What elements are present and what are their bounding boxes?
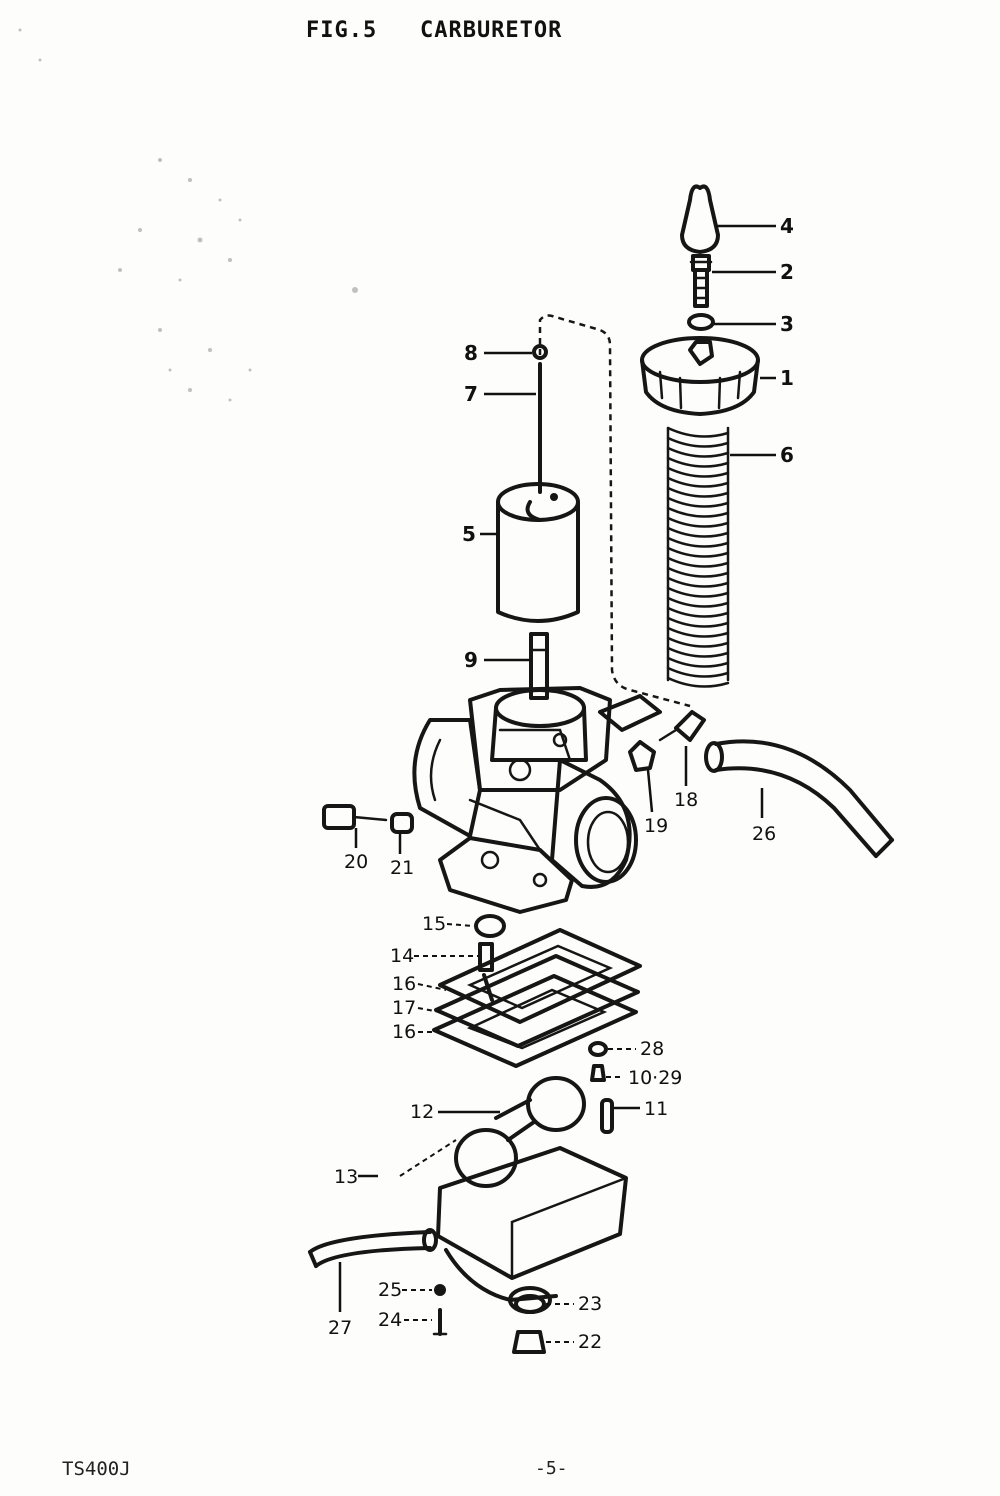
part-19-spring [628, 740, 656, 772]
callout-2: 2 [780, 260, 794, 284]
part-28-screw [588, 1041, 608, 1057]
callout-10-29: 10·29 [628, 1067, 682, 1089]
part-15-washer [474, 914, 506, 938]
part-3-lock-nut [687, 313, 715, 331]
figure-title: FIG.5 CARBURETOR [306, 18, 563, 43]
callout-26: 26 [752, 823, 776, 845]
callout-22: 22 [578, 1331, 602, 1353]
callout-17: 17 [392, 997, 416, 1019]
callout-11: 11 [644, 1098, 668, 1120]
callout-3: 3 [780, 312, 794, 336]
part-24-screw [432, 1308, 448, 1336]
callout-1: 1 [780, 366, 794, 390]
part-20-stop-screw [322, 804, 388, 830]
callout-6: 6 [780, 443, 794, 467]
part-9-needle-jet [529, 632, 549, 700]
callout-18: 18 [674, 789, 698, 811]
scan-noise [18, 28, 358, 402]
callout-19: 19 [644, 815, 668, 837]
part-2-cable-adjuster [689, 254, 713, 308]
callout-27: 27 [328, 1317, 352, 1339]
callout-4: 4 [780, 214, 794, 238]
callout-15: 15 [422, 913, 446, 935]
part-11-pin [600, 1098, 614, 1134]
part-12-float [454, 1076, 586, 1188]
part-10-29-jet [590, 1064, 606, 1082]
part-6-spring [666, 426, 730, 688]
leader-lines [338, 224, 776, 1343]
part-27-hose [308, 1228, 438, 1268]
float-chamber [436, 1146, 628, 1314]
part-21-spring [390, 812, 414, 834]
part-4-cap [680, 184, 720, 254]
callout-14: 14 [390, 945, 414, 967]
part-16-17-gaskets [432, 928, 642, 1068]
callout-8: 8 [464, 341, 478, 365]
model-code: TS400J [62, 1458, 131, 1480]
part-18-air-screw [658, 710, 706, 742]
part-26-hose [704, 739, 894, 858]
carburetor-body [412, 686, 662, 914]
part-1-top-cap [640, 336, 760, 416]
callout-25: 25 [378, 1279, 402, 1301]
part-23-gasket [514, 1294, 546, 1314]
callout-13: 13 [334, 1166, 358, 1188]
part-8-clip [532, 344, 548, 360]
part-25-washer [434, 1284, 446, 1296]
callout-12: 12 [410, 1101, 434, 1123]
part-22-drain-plug [512, 1330, 546, 1354]
callout-5: 5 [462, 522, 476, 546]
part-13-float-pin [399, 1139, 457, 1177]
callout-9: 9 [464, 648, 478, 672]
part-5-throttle-valve [496, 482, 580, 623]
callout-16-top: 16 [392, 973, 416, 995]
callout-24: 24 [378, 1309, 402, 1331]
callout-16-bottom: 16 [392, 1021, 416, 1043]
callout-20: 20 [344, 851, 368, 873]
callout-labels: 4 2 3 1 6 8 7 5 9 18 26 19 20 21 15 14 1… [328, 214, 794, 1353]
callout-21: 21 [390, 857, 414, 879]
callout-7: 7 [464, 382, 478, 406]
callout-28: 28 [640, 1038, 664, 1060]
page-number: -5- [535, 1458, 568, 1479]
callout-23: 23 [578, 1293, 602, 1315]
